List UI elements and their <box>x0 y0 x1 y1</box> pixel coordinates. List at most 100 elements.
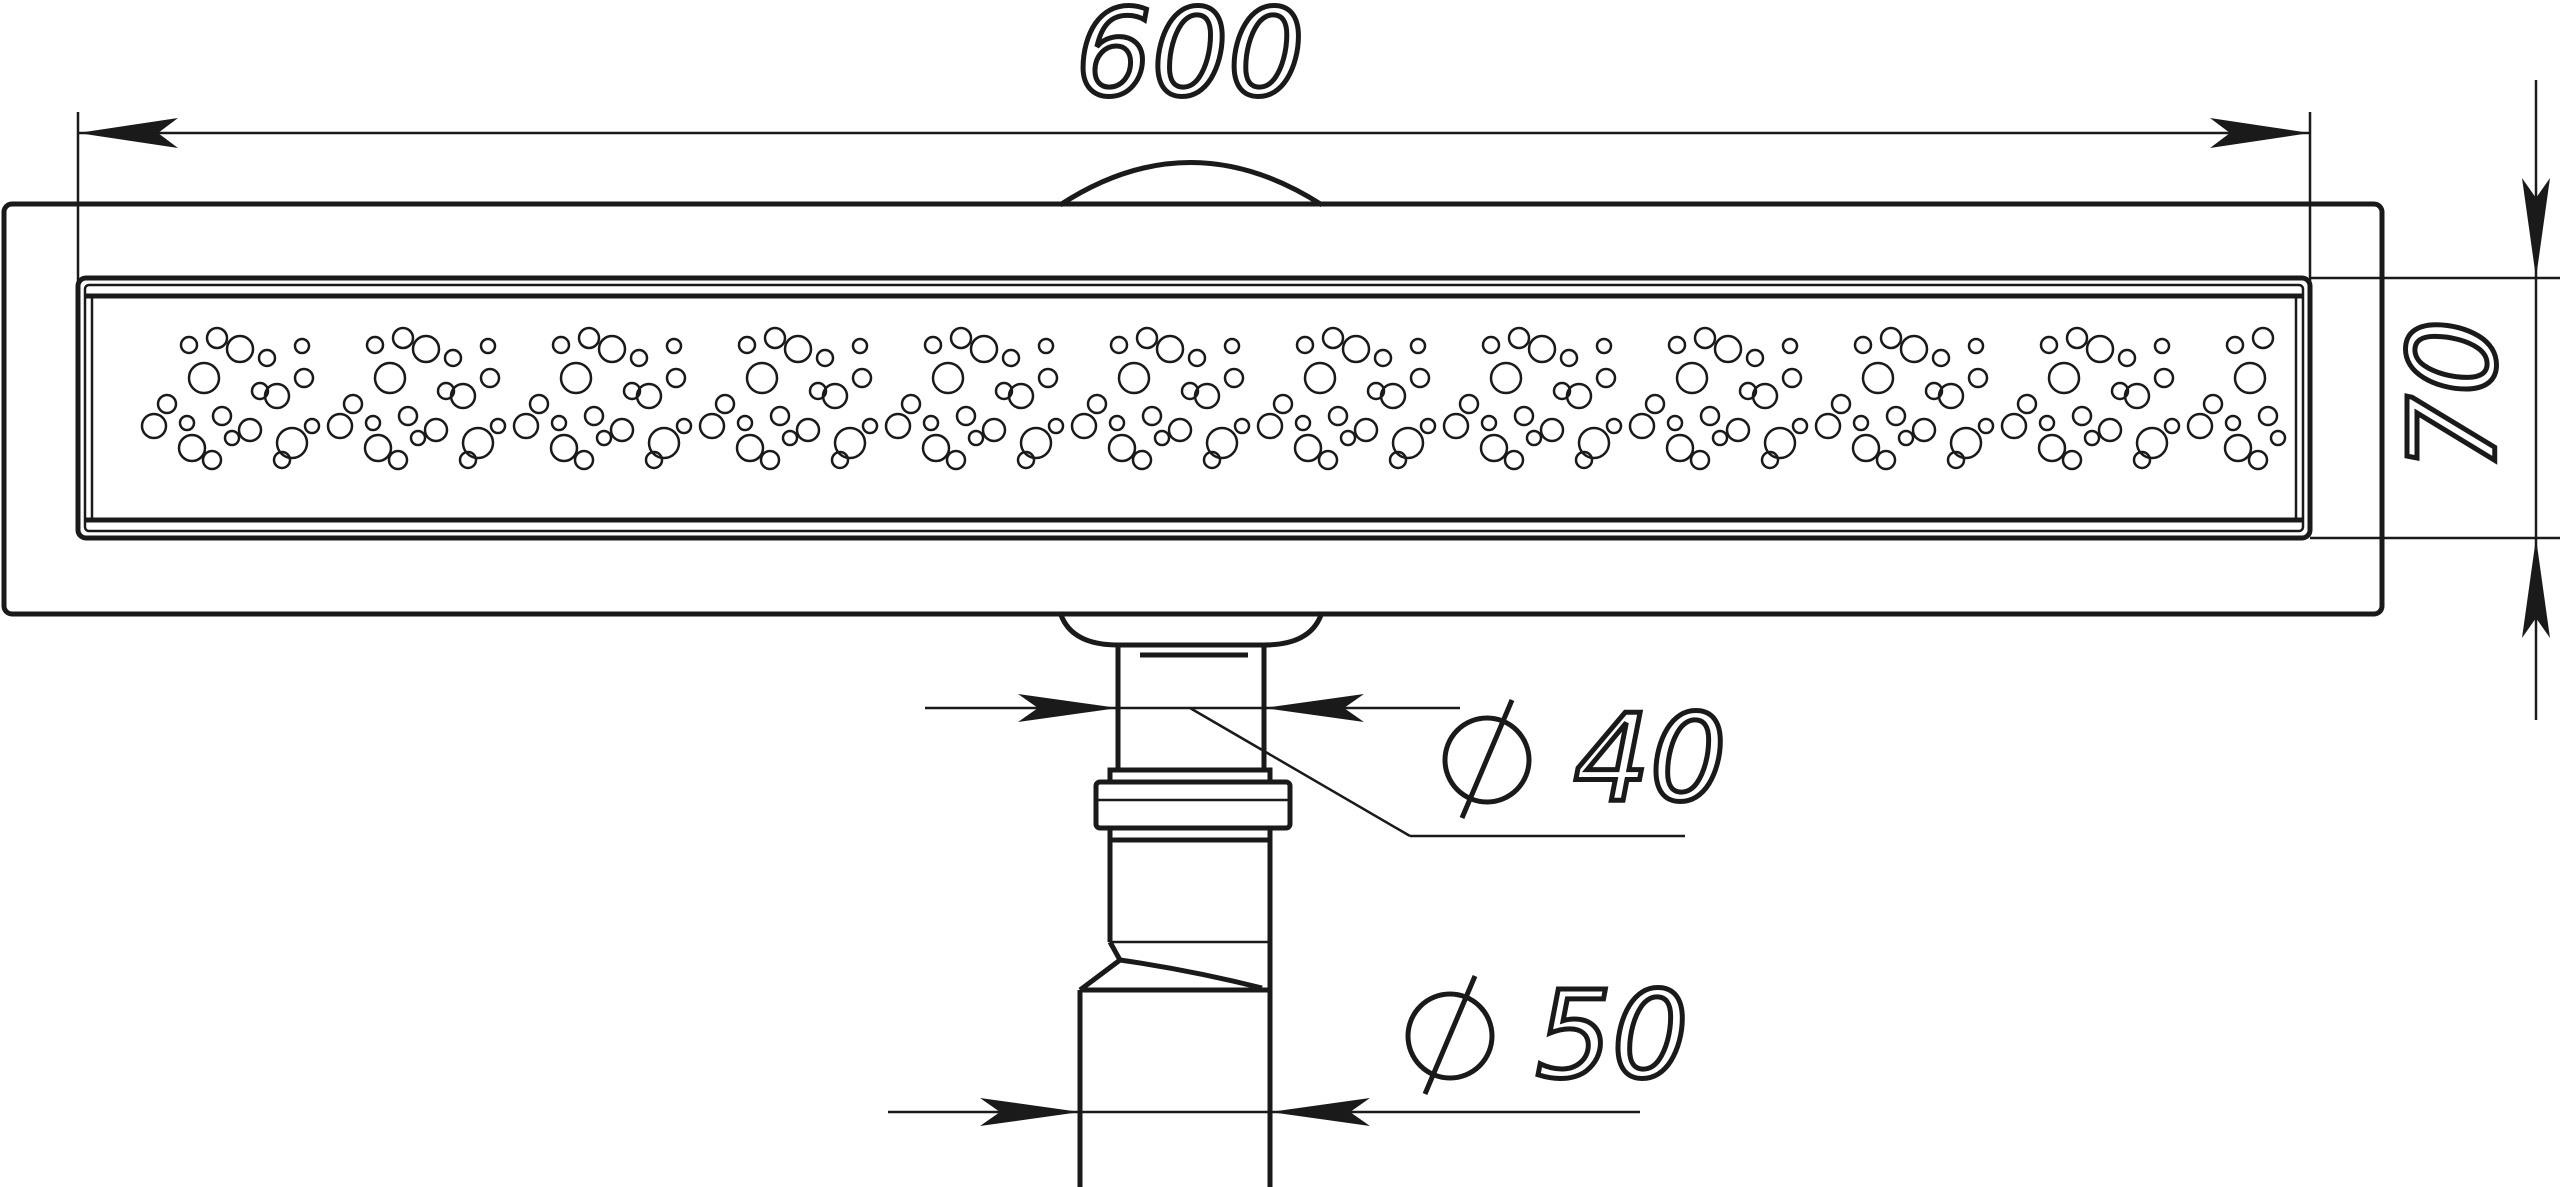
perforation-hole <box>205 326 229 350</box>
perforation-hole <box>1001 348 1021 368</box>
perforation-hole <box>409 429 427 447</box>
perforation-hole <box>1016 450 1036 470</box>
perforation-hole <box>1295 335 1315 355</box>
perforation-hole <box>833 426 867 460</box>
perforation-hole <box>1379 382 1407 410</box>
perforation-hole <box>595 429 613 447</box>
perforation-hole <box>861 417 879 435</box>
perforation-hole <box>1327 405 1349 427</box>
perforation-hole <box>1665 433 1695 463</box>
perforation-hole <box>1409 337 1427 355</box>
perforation-hole <box>2163 417 2181 435</box>
grate <box>75 275 2313 541</box>
grate-perforation-pattern <box>140 326 2287 471</box>
pipe-diameter-dimension: 50 <box>888 965 1691 1126</box>
perforation-hole <box>1574 450 1594 470</box>
perforation-hole <box>808 381 828 401</box>
perforation-hole <box>1202 450 1222 470</box>
perforation-hole <box>884 412 912 440</box>
perforation-hole <box>489 417 507 435</box>
perforation-hole <box>665 337 683 355</box>
perforation-hole <box>851 367 873 389</box>
perforation-hole <box>949 326 973 350</box>
perforation-hole <box>1037 367 1059 389</box>
perforation-hole <box>1781 367 1803 389</box>
perforation-hole <box>1007 382 1035 410</box>
perforation-hole <box>179 335 199 355</box>
perforation-hole <box>2097 417 2123 443</box>
perforation-hole <box>1595 337 1613 355</box>
perforation-hole <box>1223 337 1241 355</box>
perforation-hole <box>391 326 415 350</box>
perforation-hole <box>2047 361 2081 395</box>
perforation-hole <box>2186 412 2214 440</box>
perforation-hole <box>736 414 754 432</box>
outlet-bowl-top <box>1058 160 1324 208</box>
perforation-hole <box>745 361 779 395</box>
perforation-hole <box>1605 417 1623 435</box>
perforation-hole <box>1117 361 1151 395</box>
perforation-hole <box>945 449 967 471</box>
perforation-hole <box>1109 335 1129 355</box>
width-label: 70 <box>2385 319 2524 472</box>
perforation-hole <box>1293 433 1323 463</box>
perforation-hole <box>2061 449 2083 471</box>
perforation-hole <box>2269 429 2287 447</box>
perforation-hole <box>2039 335 2059 355</box>
perforation-hole <box>365 335 385 355</box>
perforation-hole <box>1458 393 1480 415</box>
perforation-hole <box>2257 405 2279 427</box>
perforation-hole <box>1885 405 1907 427</box>
perforation-hole <box>1479 433 1509 463</box>
outlet-pipe <box>1077 645 1293 1187</box>
perforation-hole <box>647 426 681 460</box>
perforation-hole <box>223 429 241 447</box>
perforation-hole <box>2065 326 2089 350</box>
perforation-hole <box>1321 326 1345 350</box>
perforation-hole <box>1745 348 1765 368</box>
perforation-hole <box>2224 414 2242 432</box>
perforation-hole <box>922 414 940 432</box>
outer-frame <box>1 201 2385 617</box>
perforation-hole <box>140 412 168 440</box>
perforation-hole <box>597 334 627 364</box>
perforation-hole <box>629 348 649 368</box>
perforation-hole <box>1419 417 1437 435</box>
perforation-hole <box>1675 361 1709 395</box>
perforation-hole <box>1256 412 1284 440</box>
perforation-hole <box>293 337 311 355</box>
perforation-hole <box>250 381 270 401</box>
perforation-hole <box>156 393 178 415</box>
perforation-hole <box>1693 326 1717 350</box>
perforation-hole <box>2038 414 2056 432</box>
perforation-hole <box>2000 412 2028 440</box>
perforation-hole <box>211 405 233 427</box>
perforation-hole <box>263 382 291 410</box>
top-arrow-icon <box>2522 178 2550 278</box>
perforation-hole <box>1711 429 1729 447</box>
perforation-hole <box>411 334 441 364</box>
perforation-hole <box>1689 449 1711 471</box>
perforation-hole <box>1086 393 1108 415</box>
perforation-hole <box>1503 449 1525 471</box>
perforation-hole <box>479 367 501 389</box>
length-label: 600 <box>1075 0 1304 124</box>
perforation-hole <box>2117 348 2137 368</box>
perforation-hole <box>1513 405 1535 427</box>
perforation-hole <box>1047 417 1065 435</box>
perforation-hole <box>237 417 263 443</box>
perforation-hole <box>2135 426 2169 460</box>
perforation-hole <box>1852 414 1870 432</box>
perforation-hole <box>559 361 593 395</box>
perforation-hole <box>449 382 477 410</box>
perforation-hole <box>1763 426 1797 460</box>
perforation-hole <box>1644 393 1666 415</box>
perforation-hole <box>1667 335 1687 355</box>
perforation-hole <box>1897 429 1915 447</box>
perforation-hole <box>1791 417 1809 435</box>
perforation-hole <box>1107 433 1137 463</box>
perforation-hole <box>1233 417 1251 435</box>
perforation-hole <box>272 450 292 470</box>
outlet-diameter-label: 40 <box>1574 690 1727 829</box>
perforation-hole <box>1738 381 1758 401</box>
